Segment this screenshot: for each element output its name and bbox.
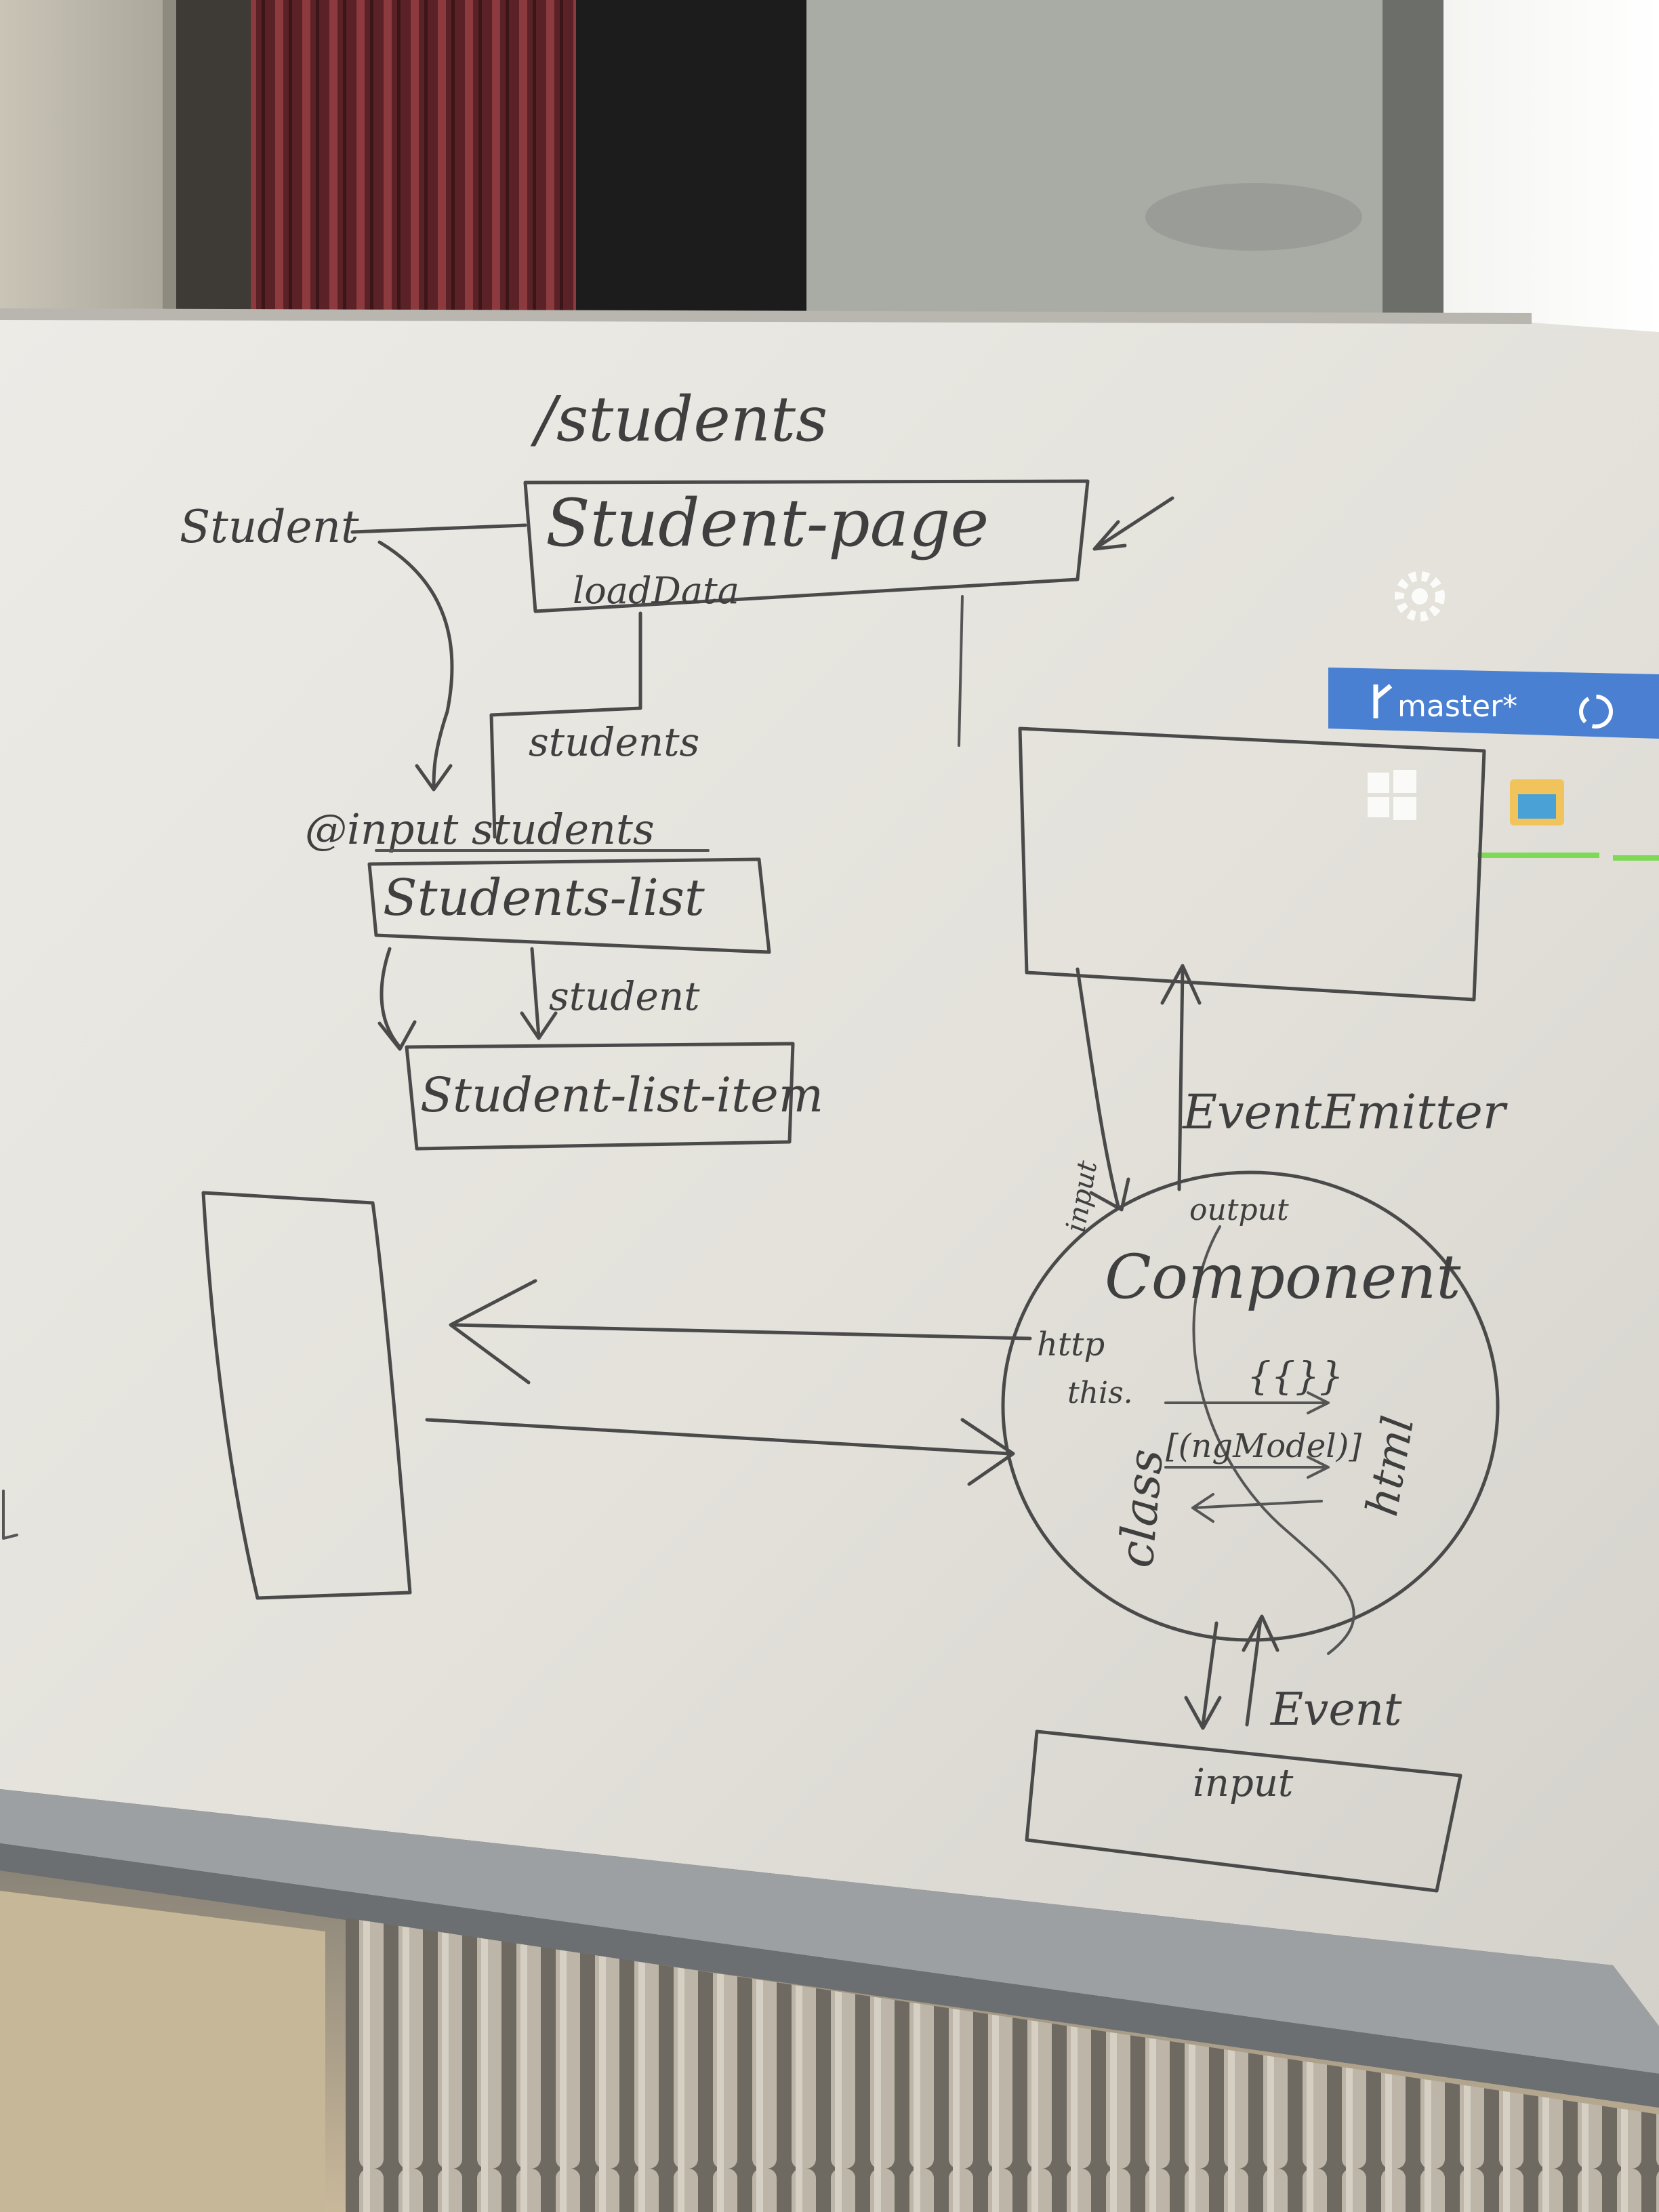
bottom-input-label: input (1193, 1761, 1294, 1805)
list-left-arrow (377, 947, 417, 1051)
screen-frame (1382, 0, 1443, 325)
top-right-box (1018, 726, 1486, 1002)
doorway (576, 0, 806, 319)
students-label: students (529, 719, 699, 765)
wall-edge (163, 0, 176, 319)
student-page-box (523, 479, 1090, 613)
curtain (251, 0, 576, 319)
ngmodel-arrow-left (1191, 1493, 1323, 1523)
student-list-item-label: Student-list-item (420, 1067, 823, 1123)
git-branch-icon (1373, 684, 1393, 718)
route-label: /students (530, 383, 827, 455)
incoming-arrow (1092, 496, 1174, 551)
tray-shadow (0, 1843, 1659, 2108)
student-arrow (377, 540, 454, 792)
student-page-label: Student-page (546, 485, 989, 561)
edge-mark (2, 1490, 18, 1540)
event-label: Event (1270, 1683, 1402, 1736)
diagram-ink: /students Student-page loadData Student … (2, 383, 1508, 1893)
student-label: Student (180, 501, 359, 553)
bottom-input-box (1025, 1729, 1462, 1893)
whiteboard-top-frame (0, 308, 1532, 324)
list-item-arrow (520, 947, 558, 1040)
taskbar-active-indicator (1477, 853, 1599, 858)
left-arrow (449, 1279, 1032, 1385)
students-connector (489, 611, 642, 839)
ngmodel-arrow-right (1164, 1456, 1330, 1479)
this-label: this. (1067, 1376, 1133, 1410)
event-up-arrow (1242, 1614, 1279, 1727)
taskbar-indicator (1613, 855, 1659, 861)
wall (0, 0, 176, 325)
branch-name: master* (1397, 689, 1517, 724)
floor-left (0, 1891, 325, 2212)
windows-icon (1368, 770, 1416, 820)
gear-icon (1395, 571, 1445, 621)
folder-icon (1510, 779, 1564, 825)
students-list-box (367, 857, 771, 954)
student-list-item-box (405, 1042, 795, 1151)
right-arrow (425, 1418, 1015, 1486)
http-label: http (1037, 1326, 1105, 1364)
load-data-label: loadData (573, 569, 739, 612)
interpolation-arrow (1164, 1391, 1330, 1414)
interpolation-label: {{}} (1247, 1355, 1344, 1399)
input-arrow (1076, 967, 1130, 1212)
ngmodel-label: [(ngModel)] (1166, 1427, 1361, 1465)
whiteboard (0, 317, 1659, 2026)
event-down-arrow (1184, 1621, 1222, 1730)
left-box (201, 1191, 412, 1600)
class-label: class (1108, 1447, 1174, 1570)
event-emitter-label: EventEmitter (1181, 1084, 1508, 1140)
students-list-label: Students-list (383, 869, 705, 927)
component-label: Component (1105, 1242, 1461, 1313)
student-connector (350, 523, 527, 534)
projected-ui: master* (1328, 571, 1659, 861)
student-item-label: student (549, 973, 700, 1019)
output-label: output (1189, 1193, 1289, 1227)
event-emitter-arrow (1160, 964, 1202, 1191)
marker-tray (0, 1789, 1659, 2074)
input-decorator-label: @input students (305, 804, 655, 854)
taskbar-strip (1328, 668, 1659, 739)
radiator (346, 1918, 1659, 2212)
ceiling-vent (1145, 183, 1362, 251)
sync-icon (1579, 695, 1613, 729)
component-divider (1192, 1225, 1355, 1655)
wall-right (806, 0, 1437, 325)
vertical-line (958, 595, 964, 747)
